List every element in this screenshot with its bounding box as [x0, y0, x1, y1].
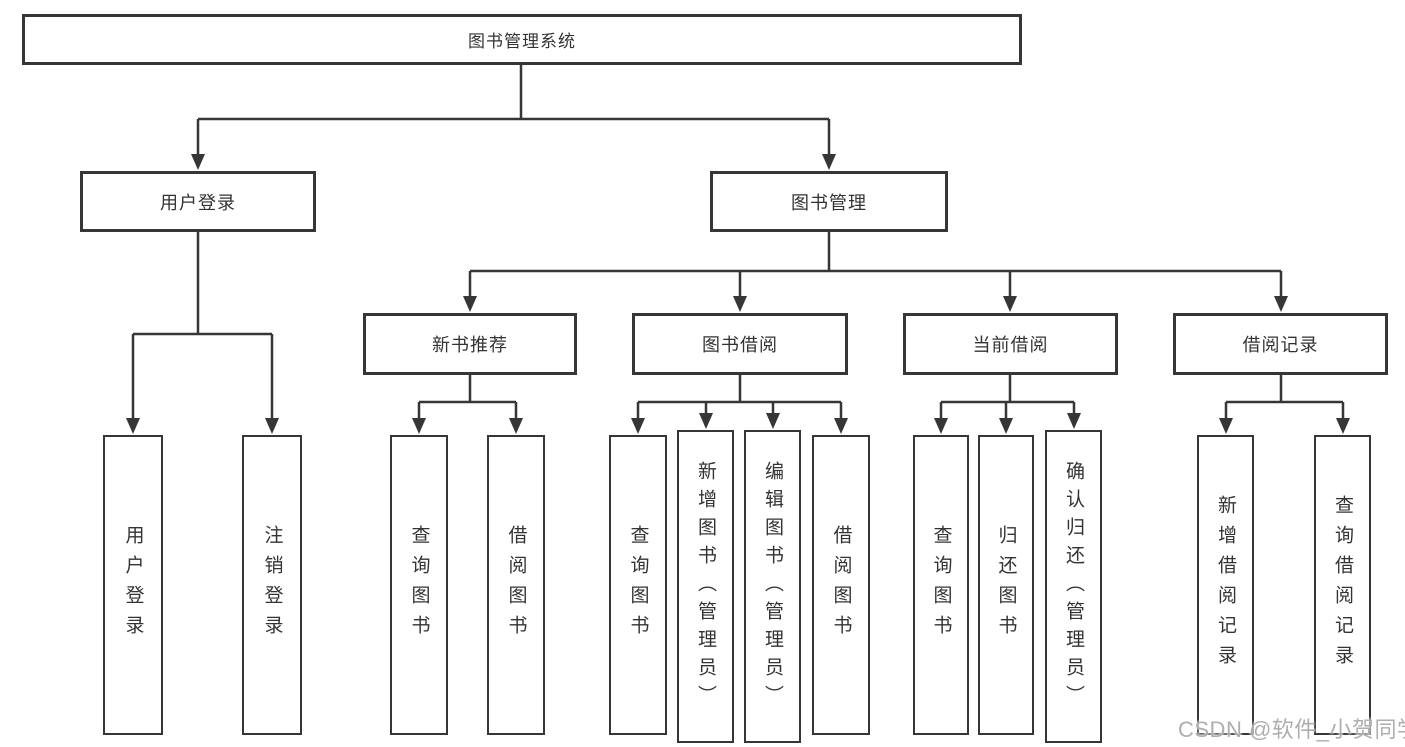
leaf-query-book-recommend-label: 查询图书	[408, 525, 430, 645]
leaf-edit-book-admin: 编辑图书（管理员）	[744, 430, 801, 743]
leaf-query-borrow-record-label: 查询借阅记录	[1332, 495, 1353, 675]
leaf-user-login-label: 用户登录	[122, 525, 144, 645]
leaf-user-login: 用户登录	[103, 435, 163, 735]
leaf-confirm-return-admin: 确认归还（管理员）	[1045, 430, 1102, 743]
node-current-borrow-label: 当前借阅	[972, 335, 1049, 355]
node-user-login-label: 用户登录	[160, 192, 236, 213]
leaf-query-book-borrow-label: 查询图书	[627, 525, 649, 645]
node-current-borrow: 当前借阅	[903, 313, 1118, 375]
node-book-borrow: 图书借阅	[632, 313, 848, 375]
leaf-query-book-current-label: 查询图书	[930, 525, 952, 645]
node-new-book-recommend: 新书推荐	[363, 313, 577, 375]
leaf-query-borrow-record: 查询借阅记录	[1314, 435, 1371, 735]
leaf-query-book-borrow: 查询图书	[609, 435, 667, 735]
leaf-add-book-admin: 新增图书（管理员）	[677, 430, 734, 743]
leaf-logout: 注销登录	[242, 435, 302, 735]
node-root-label: 图书管理系统	[468, 32, 576, 51]
leaf-add-borrow-record-label: 新增借阅记录	[1215, 495, 1236, 675]
leaf-borrow-book-recommend: 借阅图书	[487, 435, 545, 735]
node-book-management: 图书管理	[710, 171, 948, 232]
node-book-borrow-label: 图书借阅	[702, 335, 778, 355]
leaf-edit-book-admin-label: 编辑图书（管理员）	[762, 460, 783, 713]
leaf-logout-label: 注销登录	[261, 525, 283, 645]
leaf-return-book-label: 归还图书	[995, 525, 1017, 645]
node-new-book-recommend-label: 新书推荐	[432, 335, 508, 355]
node-root-system: 图书管理系统	[22, 14, 1022, 65]
node-borrow-record-label: 借阅记录	[1242, 335, 1319, 355]
leaf-borrow-book: 借阅图书	[812, 435, 870, 735]
leaf-borrow-book-label: 借阅图书	[830, 525, 852, 645]
node-borrow-record: 借阅记录	[1173, 313, 1388, 375]
leaf-query-book-recommend: 查询图书	[390, 435, 448, 735]
leaf-borrow-book-recommend-label: 借阅图书	[505, 525, 527, 645]
node-user-login: 用户登录	[80, 171, 316, 232]
leaf-confirm-return-admin-label: 确认归还（管理员）	[1063, 460, 1084, 713]
leaf-add-book-admin-label: 新增图书（管理员）	[695, 460, 716, 713]
node-book-management-label: 图书管理	[791, 192, 867, 213]
leaf-query-book-current: 查询图书	[913, 435, 969, 735]
leaf-return-book: 归还图书	[978, 435, 1034, 735]
leaf-add-borrow-record: 新增借阅记录	[1197, 435, 1254, 735]
csdn-watermark: CSDN @软件_小贺同学	[1178, 717, 1405, 742]
